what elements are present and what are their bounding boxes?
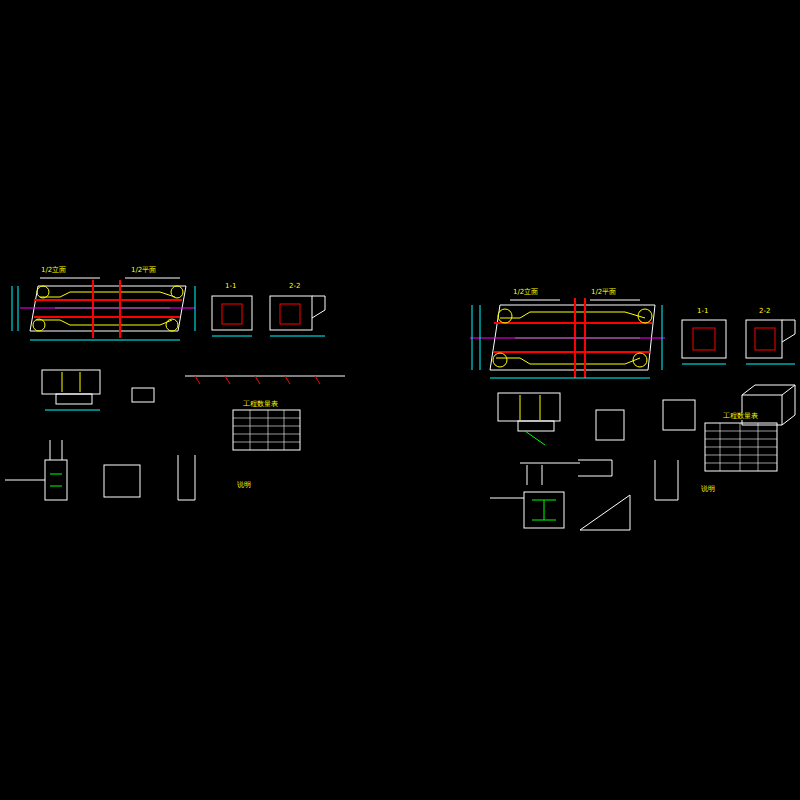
drawing-label: 1/2平面 bbox=[130, 267, 157, 274]
drawing-label: 2-2 bbox=[758, 308, 771, 315]
right-sheet bbox=[470, 298, 795, 530]
drawing-label: 2-2 bbox=[288, 283, 301, 290]
left-sheet bbox=[5, 278, 345, 500]
drawing-label: 1/2平面 bbox=[590, 289, 617, 296]
drawing-label: 说明 bbox=[700, 486, 716, 493]
drawing-label: 说明 bbox=[236, 482, 252, 489]
drawing-label: 工程数量表 bbox=[722, 413, 759, 420]
drawing-label: 1/2立面 bbox=[40, 267, 67, 274]
drawing-label: 1-1 bbox=[696, 308, 709, 315]
drawing-label: 工程数量表 bbox=[242, 401, 279, 408]
drawing-label: 1-1 bbox=[224, 283, 237, 290]
drawing-label: 1/2立面 bbox=[512, 289, 539, 296]
